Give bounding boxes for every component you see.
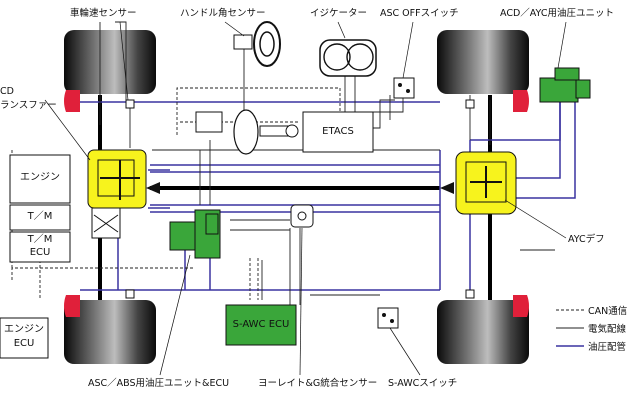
engine-ecu-label-1: エンジン [4,324,44,335]
ayc-diff-unit [440,151,517,215]
asc-off-switch-label: ASC OFFスイッチ [380,8,459,19]
tires [64,30,529,364]
s-awc-switch [377,307,399,329]
wheel-speed-sensor-label: 車輪速センサー [70,8,137,19]
etacs-box [302,111,374,153]
steering-angle-sensor [233,21,281,67]
yaw-g-sensor-label: ヨーレイト&G統合センサー [258,378,378,389]
acd-transfer-label-1: CD [0,86,14,97]
rear-right-tire [437,300,529,364]
engine-box [9,154,71,204]
legend-can-label: CAN通信 [588,306,628,317]
yaw-g-sensor [290,204,314,228]
legend-hydraulic-label: 油圧配管 [588,342,627,353]
electrical-lines [99,21,555,305]
rear-right-caliper [513,295,529,317]
asc-abs-hydraulic-unit [169,209,221,259]
tm-label: T／M [27,211,53,222]
tm-ecu-label-2: ECU [29,247,51,258]
acd-ayc-hydraulic-unit [539,67,591,103]
indicator-meters [319,39,377,77]
legend-electrical-label: 電気配線 [588,324,627,335]
s-awc-ecu-box [225,304,297,346]
rear-left-tire [64,300,156,364]
front-right-tire [437,30,529,94]
acd-transfer-label-2: ランスファー [0,100,57,111]
wheel-speed-sensors [125,99,475,299]
steering-column [195,109,299,155]
brake-calipers [64,90,529,317]
engine-ecu-label-2: ECU [13,338,35,349]
acd-ayc-unit-label: ACD／AYC用油圧ユニット [500,8,614,19]
front-right-caliper [513,90,529,112]
front-left-tire [64,30,156,94]
s-awc-switch-label: S-AWCスイッチ [388,378,458,389]
asc-off-switch [393,77,415,99]
front-left-caliper [64,90,80,112]
tm-ecu-box [9,231,71,263]
asc-abs-unit-label: ASC／ABS用油圧ユニット&ECU [88,378,230,389]
indicator-label: イジケーター [310,8,368,19]
tm-ecu-label-1: T／M [27,234,53,245]
etacs-label: ETACS [322,126,354,137]
tm-box [9,204,71,231]
s-awc-ecu-label: S-AWC ECU [232,319,290,330]
engine-label: エンジン [20,172,60,183]
ayc-diff-label: AYCデフ [568,234,605,245]
steering-angle-sensor-label: ハンドル角センサー [180,8,266,19]
legend [556,309,584,347]
engine-ecu-box [0,317,49,359]
acd-transfer-unit [87,149,160,239]
leader-lines [44,21,567,376]
rear-left-caliper [64,295,80,317]
